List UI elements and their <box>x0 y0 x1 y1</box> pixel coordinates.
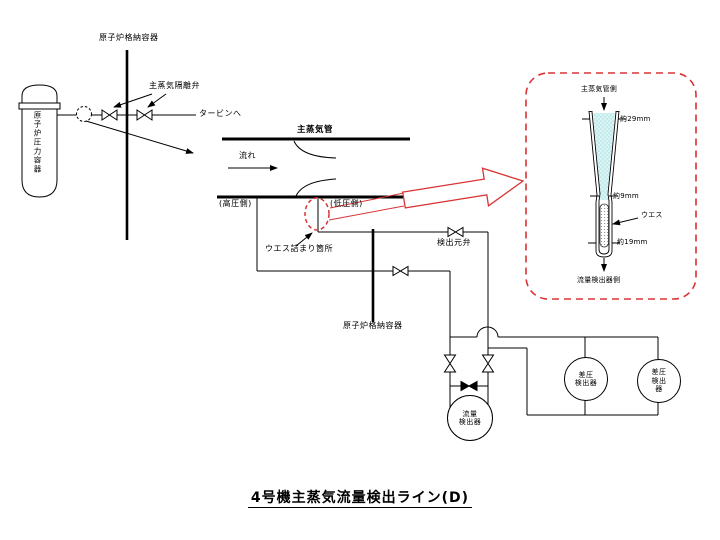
dp-detector-2-label-line3: 器 <box>655 385 663 394</box>
label-msiv: 主蒸気隔離弁 <box>149 81 200 90</box>
label-containment-bottom: 原子炉格納容器 <box>343 321 403 330</box>
restrictor-walls <box>588 110 620 258</box>
label-dim-29mm: 約29mm <box>620 115 651 123</box>
detail-view-box <box>525 72 697 300</box>
dp-detector-2-label-line2: 検出 <box>651 376 667 385</box>
flow-detector: 流量 検出器 <box>447 395 493 441</box>
main-steam-pipe-section <box>217 137 411 199</box>
label-dim-19mm: 約19mm <box>617 238 648 246</box>
steam-fill <box>593 113 615 200</box>
label-dim-9mm: 約9mm <box>613 192 639 200</box>
label-root-valve: 検出元弁 <box>437 238 471 247</box>
wes-pointer-arrow <box>612 217 639 226</box>
reactor-pressure-vessel <box>18 84 61 198</box>
flow-detector-label-line1: 流量 <box>462 409 478 418</box>
pipe-crossing-hop <box>476 326 499 338</box>
label-lp-side: (低圧側) <box>330 199 363 208</box>
label-wes: ウエス <box>641 211 663 219</box>
dp-detector-1-label-line2: 検出器 <box>574 379 598 387</box>
label-detector-side: 流量検出器側 <box>577 276 621 284</box>
line-break-symbol <box>76 106 92 122</box>
wes-plug <box>599 203 609 248</box>
flow-nozzle-lower-curve <box>295 178 337 197</box>
label-hp-side: (高圧側) <box>219 199 252 208</box>
msiv-valve-1 <box>101 109 118 121</box>
diagram-title: 4号機主蒸気流量検出ライン(D) <box>0 487 720 508</box>
dp-detector-2: 差圧 検出 器 <box>637 359 681 403</box>
hp-root-valve <box>392 265 409 277</box>
clog-location-circle <box>304 197 330 231</box>
dp-detector-1: 差圧 検出器 <box>564 357 608 401</box>
sensing-lines <box>256 198 489 412</box>
msiv-valve-2 <box>136 109 153 121</box>
zoom-block-arrow <box>401 167 525 209</box>
flow-nozzle-upper-curve <box>293 140 337 159</box>
dimension-ticks <box>582 118 626 244</box>
label-to-turbine: タービンへ <box>199 109 242 118</box>
lp-root-valve <box>447 226 464 238</box>
label-main-steam-pipe: 主蒸気管 <box>297 125 334 135</box>
detail-flow-restrictor <box>582 97 639 272</box>
annotation-arrows <box>85 93 194 154</box>
label-containment-top: 原子炉格納容器 <box>99 33 159 42</box>
clog-pointer-arrow <box>295 232 313 247</box>
label-rpv: 原子炉圧力容器 <box>33 111 42 174</box>
flow-detector-label-line2: 検出器 <box>458 418 482 426</box>
label-steam-side: 主蒸気管側 <box>581 85 617 93</box>
flow-detector-isolation-valve-hp <box>443 354 457 373</box>
instrument-valves <box>443 354 495 392</box>
equalizing-valve <box>460 380 478 392</box>
label-flow: 流れ <box>239 151 256 160</box>
flow-detector-isolation-valve-lp <box>481 354 495 373</box>
diagram-title-text: 4号機主蒸気流量検出ライン(D) <box>247 490 473 508</box>
red-callout <box>304 72 697 300</box>
label-wes-clog: ウエス詰まり箇所 <box>265 244 333 253</box>
dp-detector-1-label-line1: 差圧 <box>578 370 594 379</box>
main-steam-line <box>57 106 196 122</box>
dp-detector-2-label-line1: 差圧 <box>651 368 667 377</box>
containment-boundary-lines <box>125 50 375 322</box>
